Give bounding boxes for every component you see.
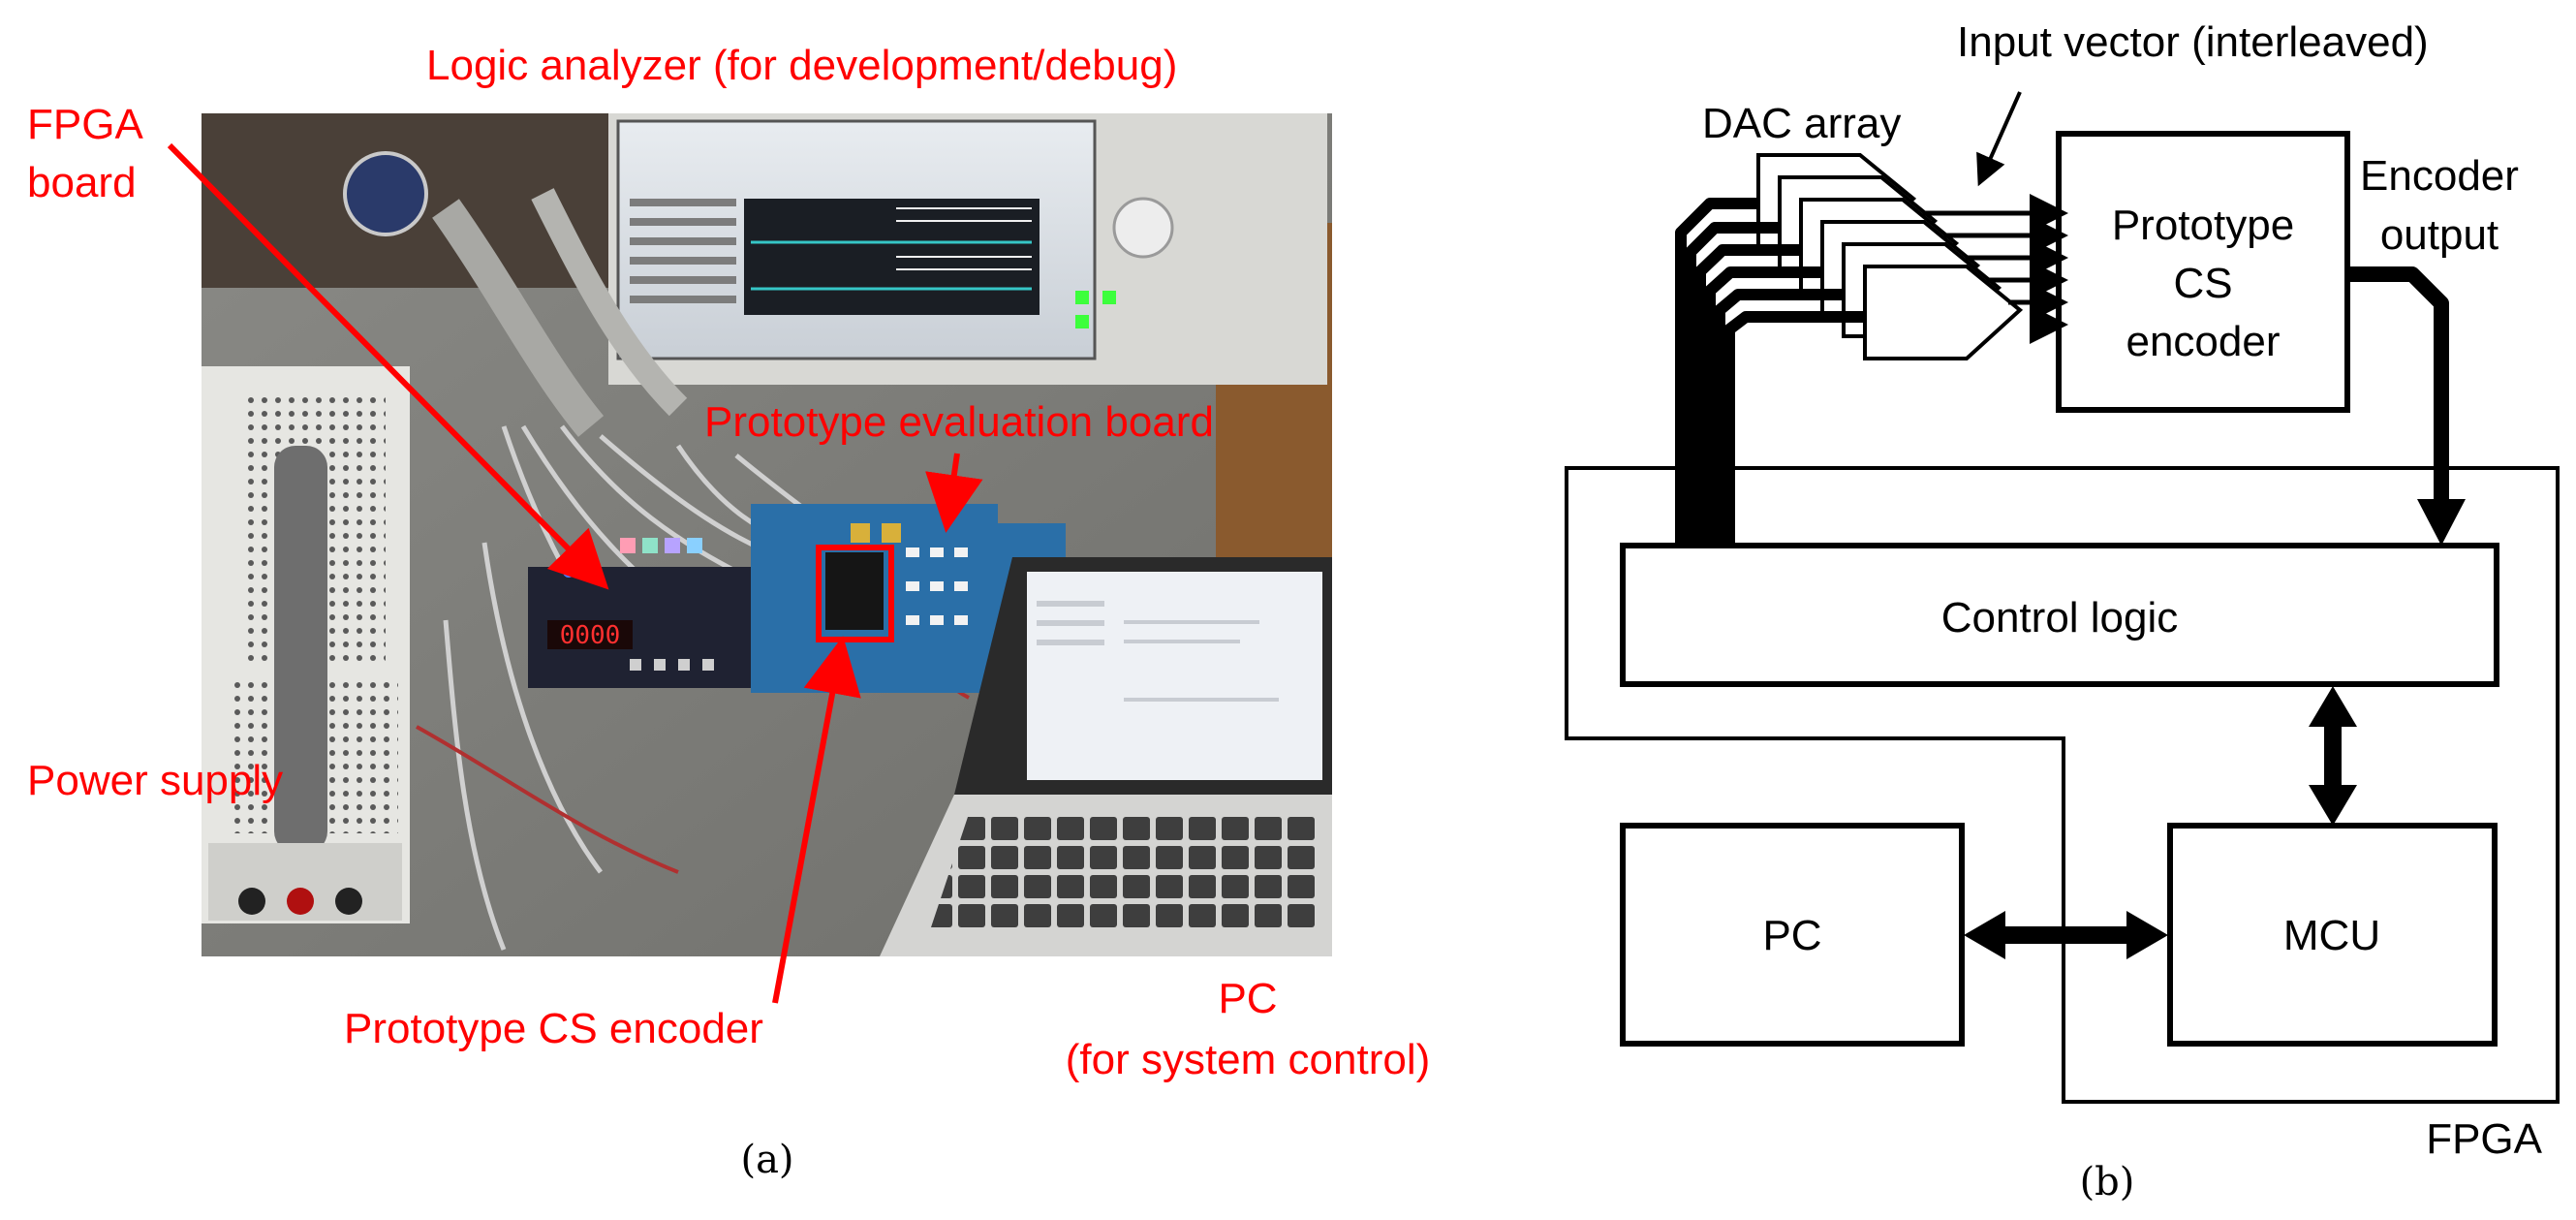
input-vector-pointer-arrow xyxy=(1976,91,2022,187)
mcu-box-label: MCU xyxy=(2283,912,2380,959)
encoder-output-label-line2: output xyxy=(2380,211,2498,259)
cs-encoder-label: Prototype CS encoder xyxy=(344,1005,763,1052)
input-vector-lines xyxy=(1923,194,2068,344)
mcu-box xyxy=(2167,823,2498,1047)
fpga-pointer-arrow xyxy=(167,142,609,590)
pc-mcu-bidirectional-arrow xyxy=(1964,911,2168,959)
input-vector-label: Input vector (interleaved) xyxy=(1957,18,2429,66)
encoder-box-line2: CS xyxy=(2173,260,2232,307)
caption-b: (b) xyxy=(2080,1160,2135,1204)
evaluation-board-label: Prototype evaluation board xyxy=(704,398,1214,446)
led-display xyxy=(547,620,633,649)
control-to-dac-bus xyxy=(1675,198,1865,546)
laptop-device xyxy=(880,557,1332,956)
power-supply-label: Power supply xyxy=(27,757,283,804)
pc-box-label: PC xyxy=(1762,912,1821,959)
block-diagram xyxy=(1565,91,2560,1104)
lab-setup-photo: 0000 xyxy=(202,113,1332,956)
encoder-output-label-line1: Encoder xyxy=(2360,152,2519,200)
eval-board-pointer-arrow xyxy=(925,453,983,533)
control-logic-box xyxy=(1620,543,2499,687)
control-logic-label: Control logic xyxy=(1941,594,2179,641)
control-mcu-bidirectional-arrow xyxy=(2309,686,2357,826)
encoder-box-line3: encoder xyxy=(2126,318,2280,365)
led-display-digits: 0000 xyxy=(560,621,621,650)
pc-label-line2: (for system control) xyxy=(1066,1036,1431,1083)
caption-a: (a) xyxy=(740,1138,793,1182)
fpga-region-outline xyxy=(1565,466,2560,1104)
cs-encoder-pointer-arrow xyxy=(772,636,861,1004)
fpga-board-label-line2: board xyxy=(27,159,137,206)
fpga-board-label-line1: FPGA xyxy=(27,101,143,148)
dac-array-label: DAC array xyxy=(1702,100,1901,147)
pc-box xyxy=(1620,823,1965,1047)
dac-array-symbol xyxy=(1756,153,2024,360)
prototype-cs-encoder-box xyxy=(2056,131,2350,413)
fpga-region-label: FPGA xyxy=(2426,1115,2542,1163)
logic-analyzer-label: Logic analyzer (for development/debug) xyxy=(426,42,1177,89)
encoder-output-arrowhead xyxy=(2417,499,2466,546)
isscc-sticker-icon xyxy=(343,151,428,236)
pc-label-line1: PC xyxy=(1218,975,1277,1022)
encoder-output-line xyxy=(2347,266,2449,504)
encoder-box-line1: Prototype xyxy=(2112,202,2294,249)
